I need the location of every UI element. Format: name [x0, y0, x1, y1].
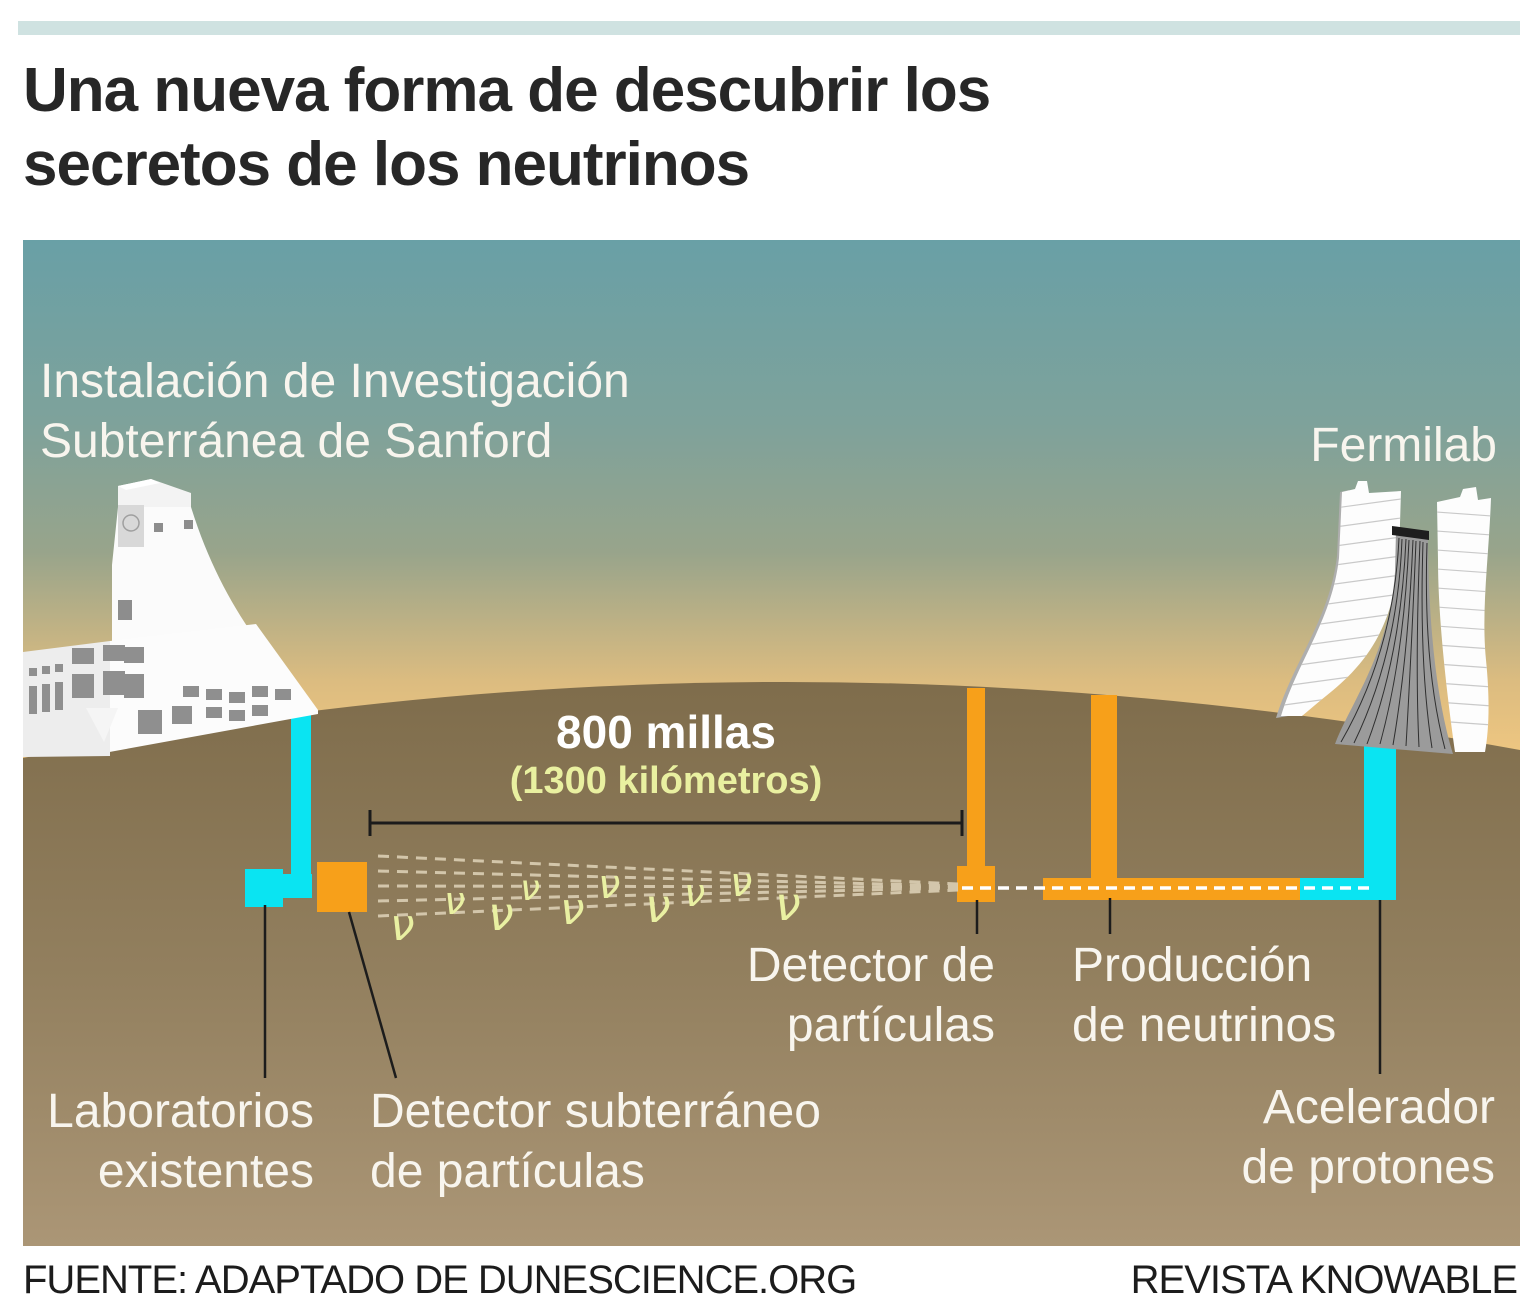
particle-detector-label: Detector de partículas: [747, 936, 995, 1056]
page-title: Una nueva forma de descubrir los secreto…: [23, 54, 1503, 202]
page-title-line2: secretos de los neutrinos: [23, 130, 750, 199]
nu-icon: ν: [444, 879, 465, 923]
sanford-label-line1: Instalación de Investigación: [40, 355, 630, 408]
particle-detector-shaft: [957, 688, 995, 902]
proton-accelerator-label-line2: de protones: [1241, 1141, 1495, 1194]
nu-icon: ν: [488, 887, 514, 941]
neutrino-production-label-line1: Producción: [1072, 939, 1313, 992]
fermilab-label: Fermilab: [1310, 416, 1497, 476]
sanford-label-line2: Subterránea de Sanford: [40, 415, 553, 468]
nu-icon: ν: [520, 868, 540, 909]
existing-labs-label: Laboratorios existentes: [47, 1082, 314, 1202]
neutrino-beam: ν ν ν ν ν ν ν ν ν ν: [377, 854, 1372, 951]
nu-icon: ν: [645, 879, 671, 933]
nu-icon: ν: [390, 900, 415, 951]
distance-kilometers: (1300 kilómetros): [509, 760, 823, 802]
footer-credit: REVISTA KNOWABLE: [1130, 1258, 1518, 1302]
nu-icon: ν: [598, 862, 620, 908]
distance-label: 800 millas (1300 kilómetros): [370, 706, 962, 804]
sanford-label: Instalación de Investigación Subterránea…: [40, 352, 630, 472]
particle-detector-label-line2: partículas: [786, 999, 995, 1052]
neutrino-production-label: Producción de neutrinos: [1072, 936, 1336, 1056]
particle-detector-label-line1: Detector de: [746, 939, 995, 992]
proton-accelerator-label: Acelerador de protones: [1241, 1078, 1495, 1198]
fermilab-building-illustration: [1276, 481, 1491, 754]
sanford-building-illustration: [23, 479, 318, 757]
nu-icon: ν: [560, 884, 585, 935]
neutrino-production-label-line2: de neutrinos: [1072, 999, 1337, 1052]
underground-detector-label: Detector subterráneo de partículas: [370, 1082, 821, 1202]
distance-measure-line: [368, 810, 964, 836]
nu-icon: ν: [730, 860, 752, 906]
footer: FUENTE: ADAPTADO DE DUNESCIENCE.ORG REVI…: [0, 1258, 1540, 1316]
pointer-line-underground-detector: [347, 911, 398, 1079]
nu-icon: ν: [684, 871, 705, 915]
pointer-lines: [263, 898, 1382, 1079]
underground-detector-label-line2: de partículas: [370, 1145, 645, 1198]
distance-miles: 800 millas: [556, 706, 776, 758]
neutrino-production-structure: [1043, 695, 1300, 900]
proton-accelerator-label-line1: Acelerador: [1262, 1081, 1495, 1134]
underground-detector-label-line1: Detector subterráneo: [370, 1085, 821, 1138]
fermilab-label-text: Fermilab: [1310, 419, 1497, 472]
existing-labs-label-line2: existentes: [97, 1145, 314, 1198]
existing-labs-label-line1: Laboratorios: [47, 1085, 314, 1138]
footer-source: FUENTE: ADAPTADO DE DUNESCIENCE.ORG: [23, 1258, 857, 1302]
top-accent-bar: [18, 21, 1520, 35]
underground-detector-block: [317, 862, 367, 912]
page-title-line1: Una nueva forma de descubrir los: [23, 56, 991, 125]
existing-labs-block: [245, 869, 283, 907]
nu-icon: ν: [775, 877, 801, 931]
